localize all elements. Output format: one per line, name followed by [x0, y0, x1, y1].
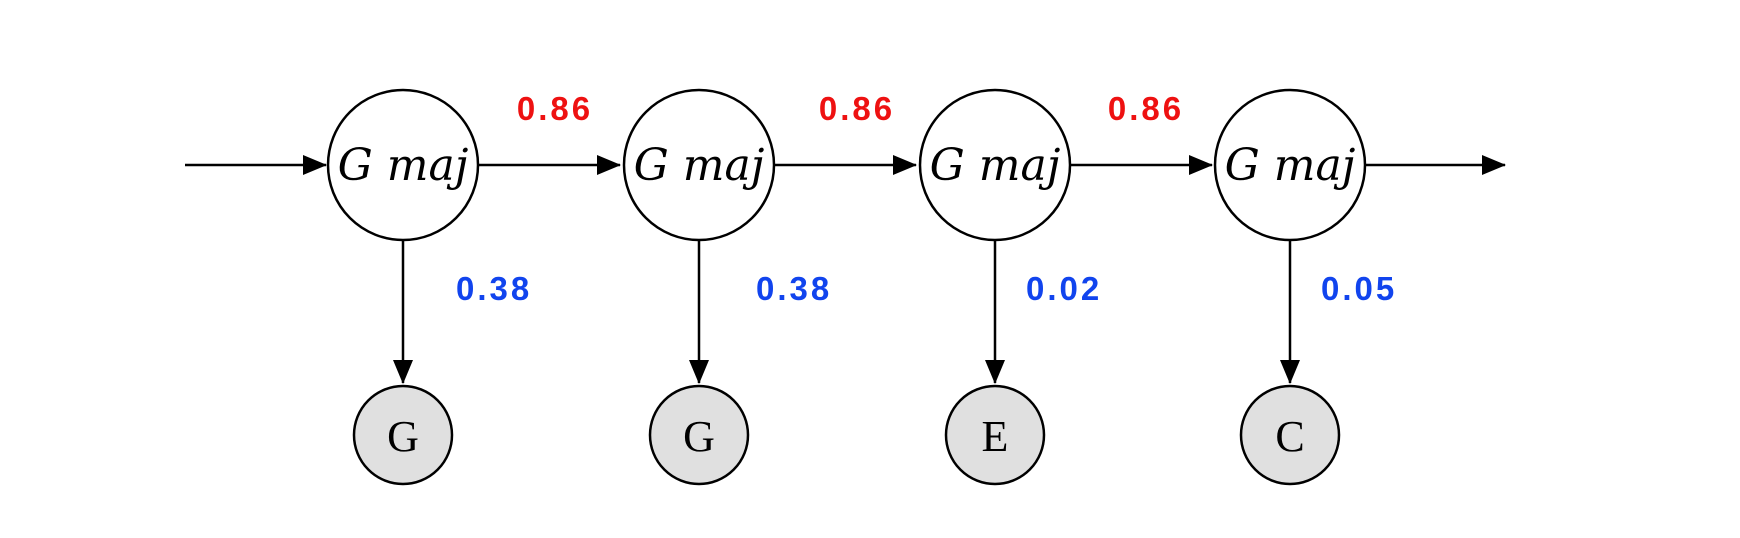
emission-probability-3: 0.02 — [1026, 270, 1102, 307]
emission-probability-4: 0.05 — [1321, 270, 1397, 307]
observation-label-4: C — [1275, 412, 1304, 461]
state-label-2: G maj — [634, 140, 765, 191]
observation-node-4: C — [1239, 384, 1341, 486]
transition-probability-3: 0.86 — [1108, 90, 1184, 127]
observation-label-2: G — [683, 412, 715, 461]
observation-label-1: G — [387, 412, 419, 461]
state-node-1: G maj — [326, 88, 480, 242]
observation-node-1: G — [352, 384, 454, 486]
observation-node-3: E — [944, 384, 1046, 486]
state-label-3: G maj — [930, 140, 1061, 191]
state-label-1: G maj — [338, 140, 469, 191]
transition-probability-1: 0.86 — [517, 90, 593, 127]
emission-probability-2: 0.38 — [756, 270, 832, 307]
state-node-4: G maj — [1213, 88, 1367, 242]
state-node-2: G maj — [622, 88, 776, 242]
state-label-4: G maj — [1225, 140, 1356, 191]
observation-node-2: G — [648, 384, 750, 486]
observation-label-3: E — [982, 412, 1009, 461]
state-node-3: G maj — [918, 88, 1072, 242]
transition-probability-2: 0.86 — [819, 90, 895, 127]
emission-probability-1: 0.38 — [456, 270, 532, 307]
